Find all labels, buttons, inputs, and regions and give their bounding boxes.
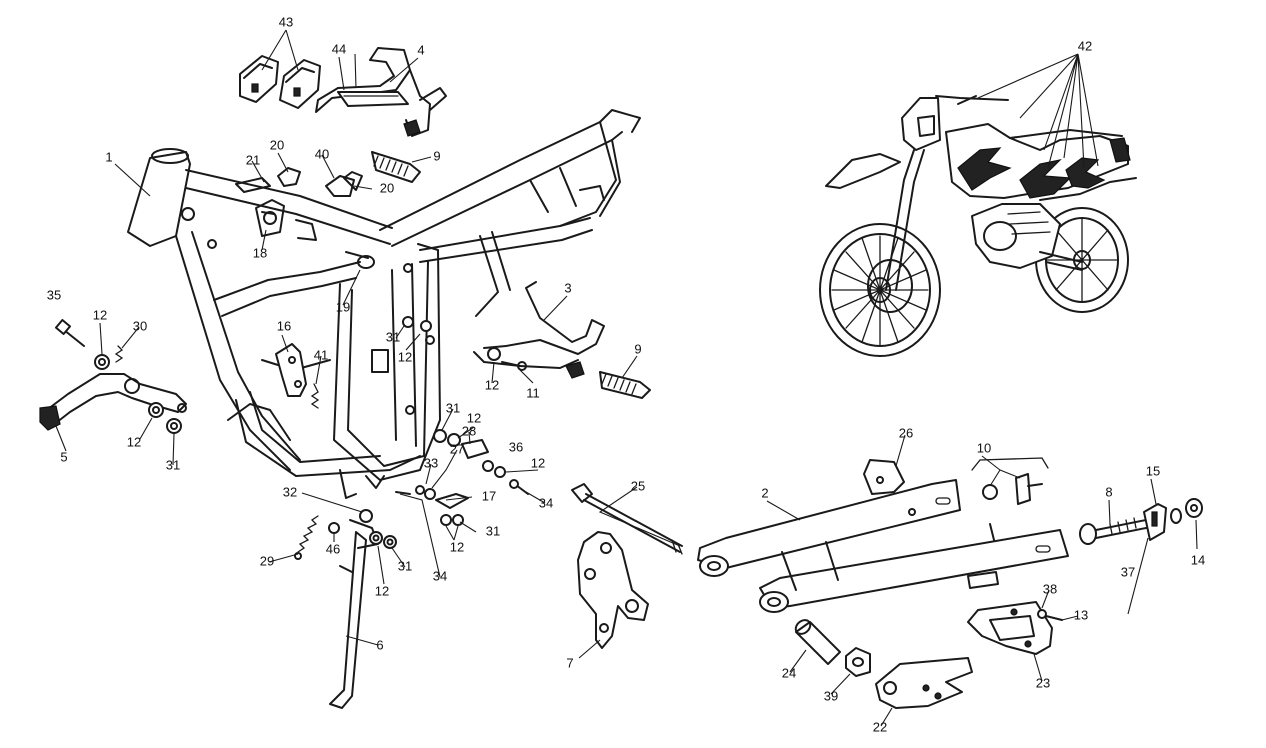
- swing-arm: [697, 479, 1069, 613]
- callout-31-d: 31: [486, 523, 500, 538]
- callout-21: 21: [246, 152, 260, 167]
- callout-26: 26: [899, 425, 913, 440]
- callout-12-c: 12: [485, 377, 499, 392]
- callout-30: 30: [133, 318, 147, 333]
- callout-15: 15: [1146, 463, 1160, 478]
- callout-31-a: 31: [166, 457, 180, 472]
- callout-43: 43: [279, 14, 293, 29]
- footrest-plate-44: [337, 91, 409, 107]
- hose-clamps-43: [239, 55, 321, 109]
- spring-30: [114, 345, 124, 363]
- chain-adjuster-bolt-8: [1079, 517, 1147, 545]
- brake-pedal: [39, 373, 187, 431]
- footrest-peg-upper: [371, 151, 421, 183]
- chain-slider-22: [875, 657, 973, 709]
- callout-39: 39: [824, 688, 838, 703]
- callout-12-a: 12: [93, 307, 107, 322]
- callout-23: 23: [1036, 675, 1050, 690]
- callout-12-b: 12: [127, 434, 141, 449]
- callout-11: 11: [526, 385, 540, 400]
- callout-40: 40: [315, 146, 329, 161]
- callout-28: 28: [462, 423, 476, 438]
- callout-10: 10: [977, 440, 991, 455]
- bolt-35: [54, 318, 85, 347]
- mount-plate-18: [255, 199, 285, 237]
- callout-17: 17: [482, 488, 496, 503]
- callout-38: 38: [1043, 581, 1057, 596]
- callout-7: 7: [566, 655, 573, 670]
- bushing-24: [794, 619, 841, 665]
- callout-16: 16: [277, 318, 291, 333]
- washer-nut-15-14: [1170, 498, 1203, 524]
- callout-44: 44: [332, 41, 346, 56]
- engine-mount-bracket: [577, 531, 649, 649]
- spring-29: [294, 515, 319, 560]
- callout-32: 32: [283, 484, 297, 499]
- bolt-19: [345, 251, 375, 269]
- chain-guide-23: [967, 601, 1053, 655]
- callout-22: 22: [873, 719, 887, 734]
- callout-36: 36: [509, 439, 523, 454]
- callout-25: 25: [631, 478, 645, 493]
- callout-9-lower: 9: [634, 341, 641, 356]
- callout-34-a: 34: [433, 568, 447, 583]
- footrest-peg-lower: [599, 371, 651, 399]
- spring-41: [310, 383, 320, 409]
- washer-nut-12-31-left: [94, 354, 182, 434]
- callout-13: 13: [1074, 607, 1088, 622]
- callout-33: 33: [424, 455, 438, 470]
- callout-12-h: 12: [375, 583, 389, 598]
- callout-27: 27: [450, 441, 464, 456]
- callout-5: 5: [60, 449, 67, 464]
- callout-6: 6: [376, 637, 383, 652]
- callout-31-c: 31: [446, 400, 460, 415]
- callout-12-f: 12: [531, 455, 545, 470]
- callout-29: 29: [260, 553, 274, 568]
- callout-9-upper: 9: [433, 148, 440, 163]
- callout-18: 18: [253, 245, 267, 260]
- leader-lines: [55, 29, 1198, 727]
- callout-34-b: 34: [539, 495, 553, 510]
- bracket-16: [275, 343, 307, 397]
- callout-12-e: 12: [467, 410, 481, 425]
- callout-24: 24: [782, 665, 796, 680]
- main-frame: [127, 109, 641, 499]
- callout-31-e: 31: [398, 558, 412, 573]
- callout-46: 46: [326, 541, 340, 556]
- hardware-46-32-12-31: [328, 509, 397, 549]
- callout-41: 41: [314, 347, 328, 362]
- callout-37: 37: [1121, 564, 1135, 579]
- callout-2: 2: [761, 485, 768, 500]
- brake-bracket-26: [863, 459, 905, 495]
- callout-31-b: 31: [386, 329, 400, 344]
- adjuster-plate-37: [1143, 503, 1167, 541]
- callout-8: 8: [1105, 484, 1112, 499]
- chain-adjuster-10: [971, 457, 1049, 505]
- callout-4: 4: [417, 42, 424, 57]
- screw-38-13: [1037, 609, 1063, 621]
- brackets-20-21-40: [235, 167, 363, 197]
- callout-19: 19: [336, 299, 350, 314]
- callout-labels: 1 2 3 4 5 6 7 8 9 9 10 11 12 12 12 12 12…: [47, 14, 1205, 734]
- motorcycle-illustration: [819, 95, 1137, 357]
- callout-20-b: 20: [380, 180, 394, 195]
- callout-20-a: 20: [270, 137, 284, 152]
- callout-42: 42: [1078, 38, 1092, 53]
- swingarm-pivot-hardware: [395, 316, 529, 526]
- callout-14: 14: [1191, 552, 1205, 567]
- callout-12-d: 12: [398, 349, 412, 364]
- bolt-11: [501, 361, 527, 371]
- callout-35: 35: [47, 287, 61, 302]
- callout-3: 3: [564, 280, 571, 295]
- callout-1: 1: [105, 149, 112, 164]
- nut-39: [845, 647, 871, 677]
- callout-12-g: 12: [450, 539, 464, 554]
